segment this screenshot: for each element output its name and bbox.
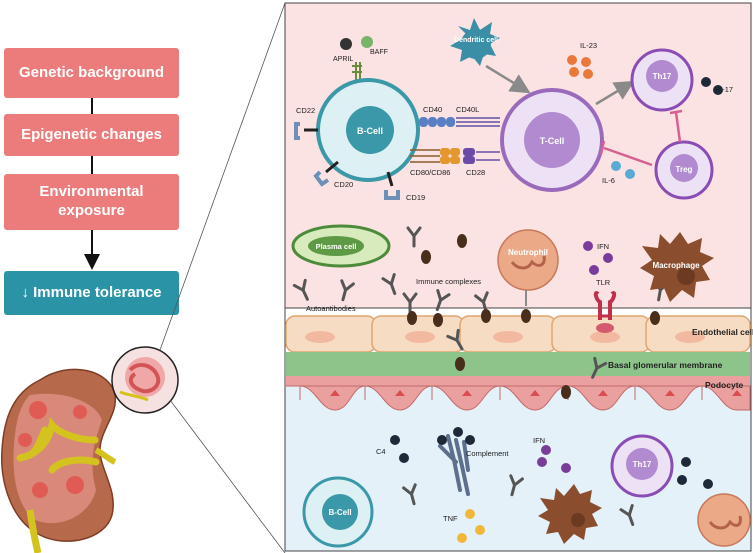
endothelial-layer [285,315,751,353]
zoom-line-bottom [169,399,286,553]
th17-cell-upper [630,48,694,112]
ifn-molecules [583,241,613,275]
epigenetic-changes-box: Epigenetic changes [4,114,179,156]
cd40-cd40l-interaction [419,117,500,127]
ifn-label-lower: IFN [533,436,545,445]
il6-molecule [625,169,635,179]
cd20-receptor [313,160,339,187]
c4-molecules [390,435,409,463]
neutrophil-lower [697,493,751,547]
treg-cell [654,140,714,200]
glomerulus-zoom [111,346,179,414]
cd22-label: CD22 [296,106,315,115]
podocyte-label: Podocyte [705,380,744,390]
cd22-receptor [294,122,318,140]
dendritic-cell [450,18,500,66]
macrophage-label: Macrophage [652,261,700,270]
zoom-line-top [159,2,286,351]
b-cell-label-lower: B-Cell [328,508,351,517]
genetic-background-box: Genetic background [4,48,179,98]
baff-label: BAFF [370,49,388,56]
environmental-exposure-box: Environmental exposure [4,174,179,230]
il6-label: IL-6 [602,176,615,185]
complement-complex [437,427,475,496]
treg-label: Treg [676,165,693,174]
basal-membrane-label: Basal glomerular membrane [608,360,723,370]
plasma-cell-label: Plasma cell [316,242,357,251]
treg-inhibit-tcell [599,140,653,167]
tlr-receptor [593,291,617,333]
dendritic-cell-label-text: Dendritic cell [454,37,498,44]
cd80-cd28-interaction [410,148,500,164]
th17-cell-lower [610,434,674,498]
tlr-label: TLR [596,278,611,287]
baff-molecule [361,36,373,48]
il17-molecules-lower [677,457,713,489]
b-cell-lower [302,476,374,548]
treg-inhibit-th17 [669,109,683,143]
cd40-label: CD40 [423,105,442,114]
april-label: APRIL [333,56,353,63]
il17-molecule [713,85,723,95]
il23-molecules [567,55,593,79]
cd80-cd86-label: CD80/CD86 [410,168,450,177]
antibodies [292,226,670,527]
immune-tolerance-box: ↓ Immune tolerance [4,271,179,315]
autoantibodies-label: Autoantibodies [306,304,356,313]
neutrophil [497,229,559,306]
plasma-cell [291,224,391,268]
ifn-molecules-lower [537,445,571,473]
tcell-to-th17-arrow [595,80,635,106]
il17-molecule [701,77,711,87]
t-cell-label: T-Cell [540,136,565,146]
complement-label: Complement [466,449,509,458]
basal-membrane [286,352,750,376]
dendritic-cell-label: Dendritic cell [454,37,498,44]
podocyte-layer [286,376,751,411]
tnf-molecules [457,509,485,543]
april-molecule [340,38,352,50]
cd19-receptor [384,171,400,200]
b-cell-label: B-Cell [357,126,383,136]
cd19-label: CD19 [406,193,425,202]
neutrophil-label: Neutrophil [508,248,548,257]
tnf-label: TNF [443,514,458,523]
il17-label: IL-17 [716,85,733,94]
antigen-particles [407,234,660,399]
ifn-label: IFN [597,242,609,251]
kidney-illustration [1,368,117,553]
t-cell [500,88,604,192]
il6-molecule [611,161,621,171]
macrophage [640,232,714,302]
th17-label-upper: Th17 [653,72,672,81]
endothelial-cell-label: Endothelial cell [692,327,753,337]
cd28-label: CD28 [466,168,485,177]
il23-label: IL-23 [580,41,597,50]
dc-to-tcell-arrow [485,64,531,94]
th17-label-lower: Th17 [633,460,652,469]
immune-complexes-label: Immune complexes [416,277,481,286]
cd20-label: CD20 [334,180,353,189]
cd40l-label: CD40L [456,105,479,114]
baff-receptor [352,62,362,84]
c4-label: C4 [376,447,386,456]
macrophage-lower [538,484,602,544]
